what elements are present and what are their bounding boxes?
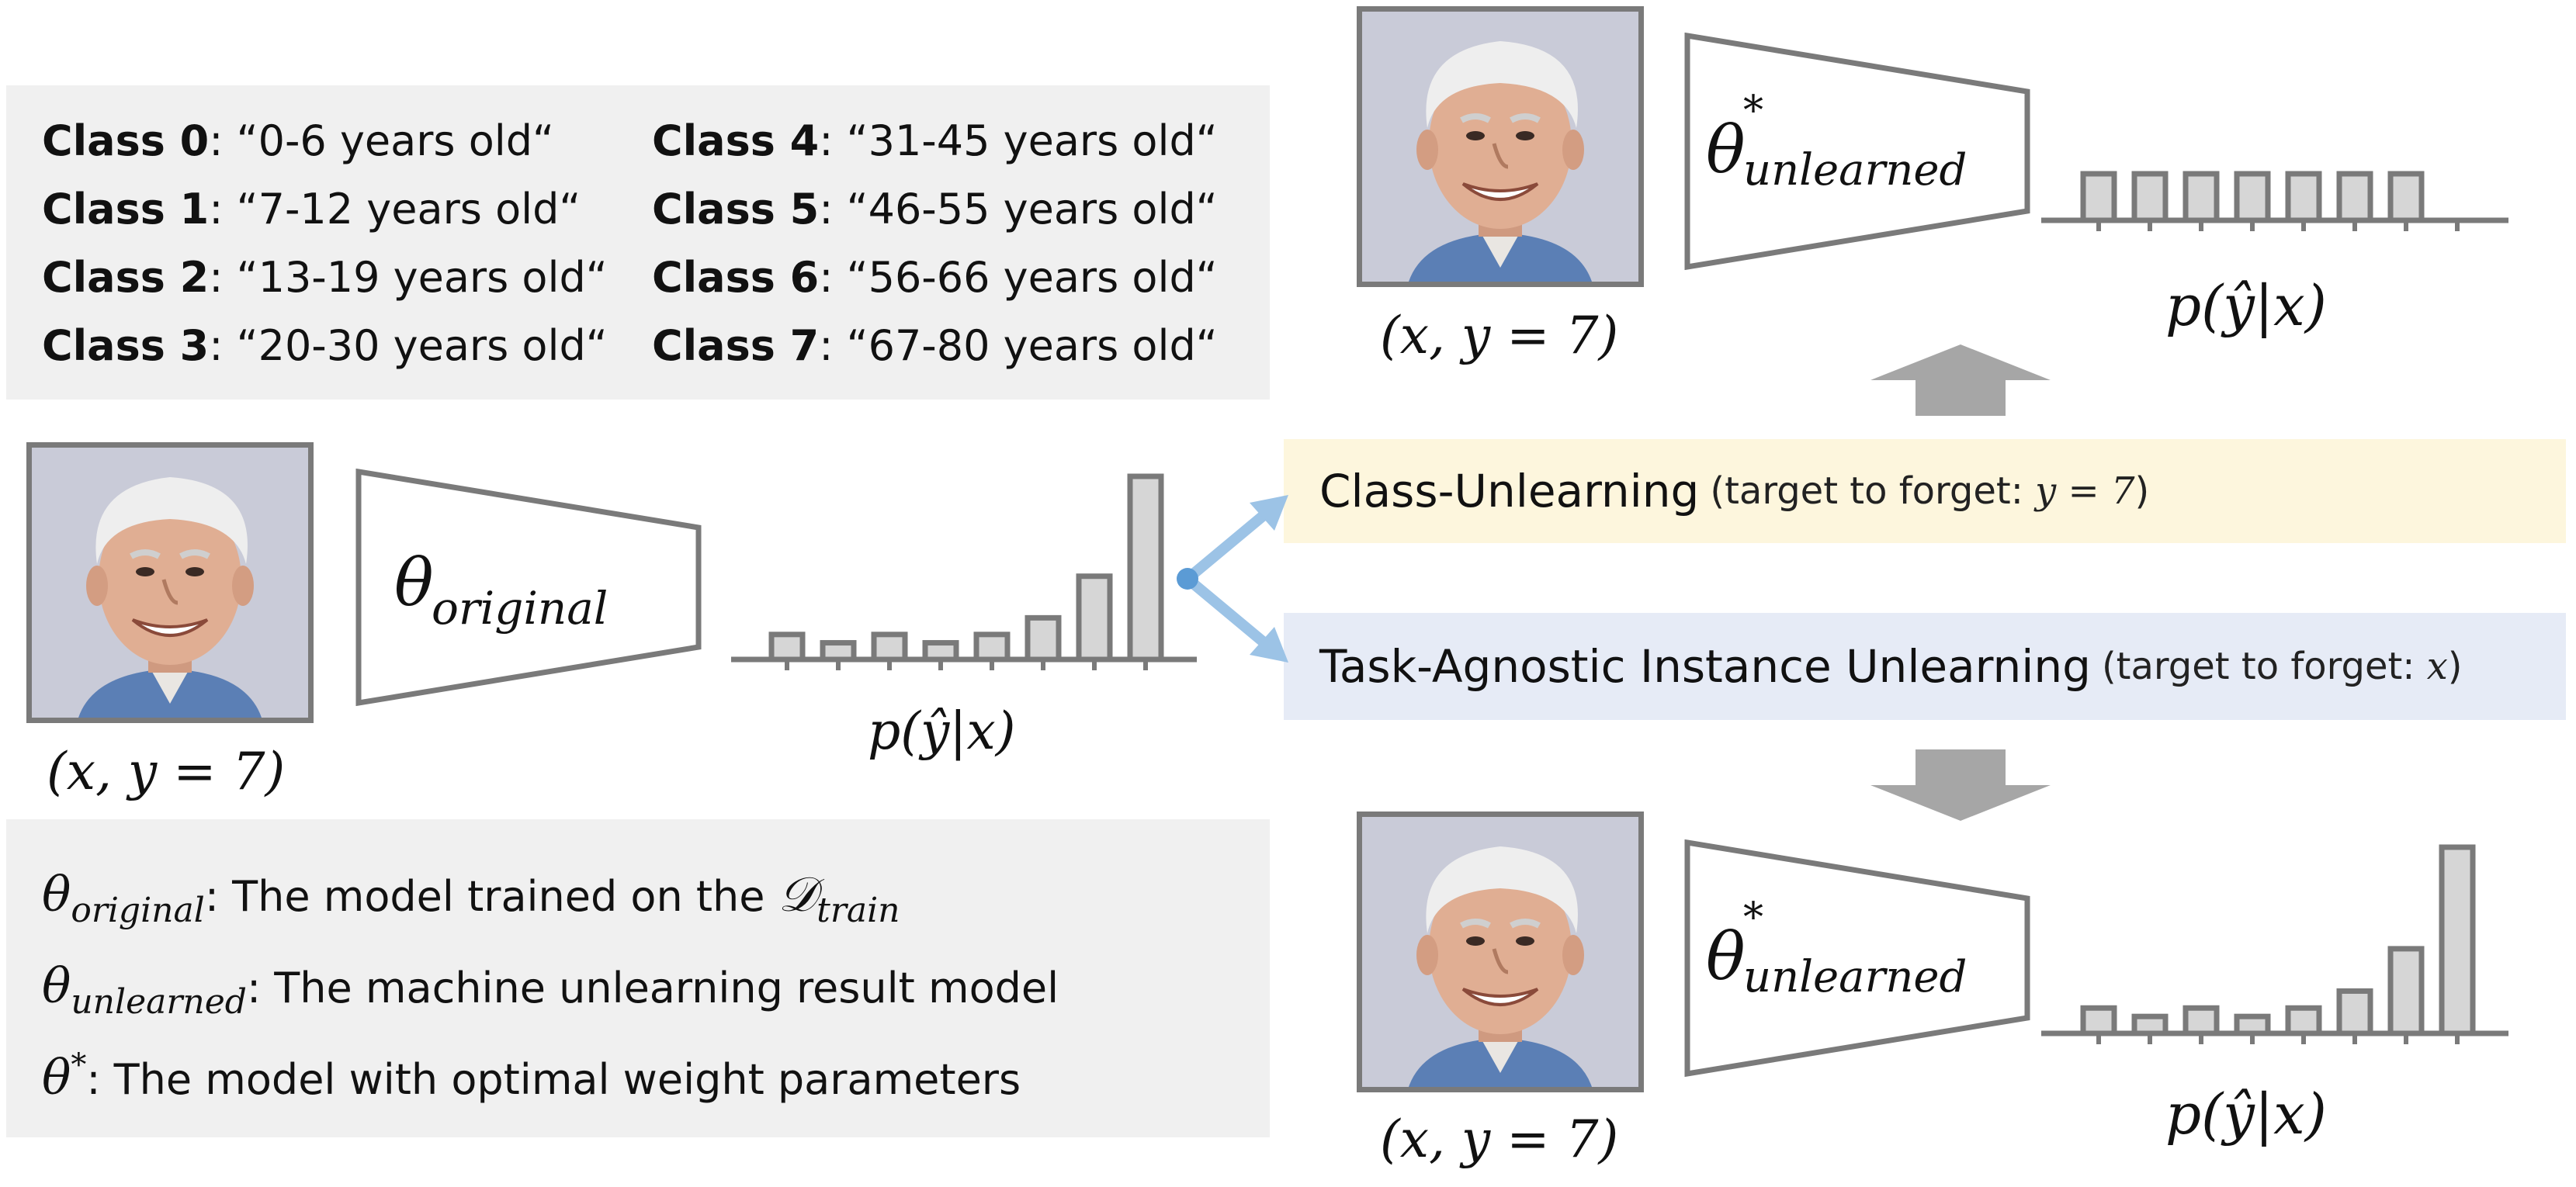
- class-item-7: Class 7: “67-80 years old“: [652, 321, 1218, 370]
- chart-bar-class-5: [1025, 614, 1062, 663]
- instance-unlearning-model-block: θ * unlearned: [1684, 839, 2030, 1077]
- up-arrow: [1870, 344, 2051, 416]
- chart-bar-class-2: [2182, 171, 2220, 223]
- chart-bar-class-2: [871, 632, 908, 663]
- chart-bar-class-7: [1127, 473, 1164, 663]
- instance-unlearning-sample-label: (x, y = 7): [1380, 1109, 1619, 1169]
- class-unlearning-model-subscript: unlearned: [1743, 145, 1967, 196]
- chart-bar-class-3: [2234, 1013, 2271, 1036]
- original-model-symbol: θ: [394, 545, 434, 621]
- chart-bar-class-2: [2182, 1005, 2220, 1036]
- instance-unlearning-model-symbol: θ: [1706, 919, 1746, 995]
- legend-panel: θoriginal: The model trained on the 𝒟tra…: [6, 819, 1270, 1137]
- instance-unlearning-note: (target to forget: x): [2101, 645, 2463, 688]
- class-unlearning-band: Class-Unlearning (target to forget: y = …: [1284, 439, 2566, 543]
- class-item-4: Class 4: “31-45 years old“: [652, 116, 1218, 165]
- class-unlearning-sample-label: (x, y = 7): [1380, 306, 1619, 365]
- class-item-2: Class 2: “13-19 years old“: [42, 253, 608, 302]
- chart-bar-class-3: [922, 640, 959, 663]
- chart-bar-class-3: [2234, 171, 2271, 223]
- chart-bar-class-1: [2131, 171, 2169, 223]
- instance-unlearning-model-subscript: unlearned: [1743, 952, 1967, 1002]
- original-model-block: θ original: [355, 469, 702, 706]
- face-illustration: [1362, 12, 1638, 282]
- class-unlearning-output-chart: [2041, 171, 2508, 231]
- chart-bar-class-6: [2387, 171, 2425, 223]
- class-item-5: Class 5: “46-55 years old“: [652, 185, 1218, 234]
- chart-bar-class-7: [2439, 844, 2476, 1036]
- instance-unlearning-output-chart: [2041, 844, 2508, 1044]
- instance-unlearning-band: Task-Agnostic Instance Unlearning (targe…: [1284, 613, 2566, 720]
- original-model-subscript: original: [432, 582, 608, 635]
- class-item-3: Class 3: “20-30 years old“: [42, 321, 608, 370]
- original-output-chart: [731, 473, 1197, 670]
- branch-dot: [1177, 568, 1198, 590]
- chart-bar-class-0: [768, 632, 806, 663]
- original-distribution-label: p(ŷ|x): [868, 701, 1016, 761]
- chart-bar-class-1: [2131, 1013, 2169, 1036]
- chart-bar-class-0: [2080, 171, 2117, 223]
- class-unlearning-distribution-label: p(ŷ|x): [2165, 273, 2327, 338]
- instance-unlearning-face-image: [1357, 812, 1644, 1092]
- down-arrow: [1870, 749, 2051, 821]
- class-unlearning-face-image: [1357, 6, 1644, 287]
- class-list-panel: Class 0: “0-6 years old“ Class 1: “7-12 …: [6, 85, 1270, 400]
- legend-optimal: θ*: The model with optimal weight parame…: [42, 1047, 1021, 1106]
- arrow-to-class-unlearning: [1182, 504, 1277, 584]
- chart-bar-class-5: [2336, 988, 2373, 1036]
- chart-bar-class-4: [973, 632, 1011, 663]
- chart-bar-class-5: [2336, 171, 2373, 223]
- chart-bar-class-6: [2387, 946, 2425, 1036]
- chart-bar-class-4: [2285, 171, 2322, 223]
- legend-unlearned: θunlearned: The machine unlearning resul…: [42, 957, 1059, 1022]
- arrowhead-instance-unlearning: [1250, 627, 1288, 663]
- chart-bar-class-4: [2285, 1005, 2322, 1036]
- legend-original: θoriginal: The model trained on the 𝒟tra…: [42, 866, 900, 930]
- chart-bar-class-1: [820, 640, 857, 663]
- class-unlearning-model-superscript: *: [1743, 88, 1763, 134]
- class-item-6: Class 6: “56-66 years old“: [652, 253, 1218, 302]
- input-sample-label: (x, y = 7): [47, 742, 286, 801]
- arrowhead-class-unlearning: [1250, 495, 1288, 531]
- branch-arrows: [1177, 495, 1288, 663]
- chart-bar-class-0: [2080, 1005, 2117, 1036]
- class-item-0: Class 0: “0-6 years old“: [42, 116, 555, 165]
- class-unlearning-title: Class-Unlearning: [1319, 465, 1700, 517]
- instance-unlearning-model-superscript: *: [1743, 895, 1763, 941]
- face-illustration: [32, 448, 308, 718]
- class-unlearning-model-symbol: θ: [1706, 112, 1746, 188]
- face-illustration: [1362, 817, 1638, 1087]
- class-unlearning-note: (target to forget: y = 7): [1710, 469, 2150, 513]
- arrow-to-instance-unlearning: [1182, 573, 1277, 654]
- chart-bar-class-6: [1076, 573, 1113, 663]
- class-item-1: Class 1: “7-12 years old“: [42, 185, 581, 234]
- class-unlearning-model-block: θ * unlearned: [1684, 33, 2030, 270]
- instance-unlearning-distribution-label: p(ŷ|x): [2165, 1081, 2327, 1147]
- instance-unlearning-title: Task-Agnostic Instance Unlearning: [1319, 640, 2091, 693]
- input-face-image: [26, 442, 314, 723]
